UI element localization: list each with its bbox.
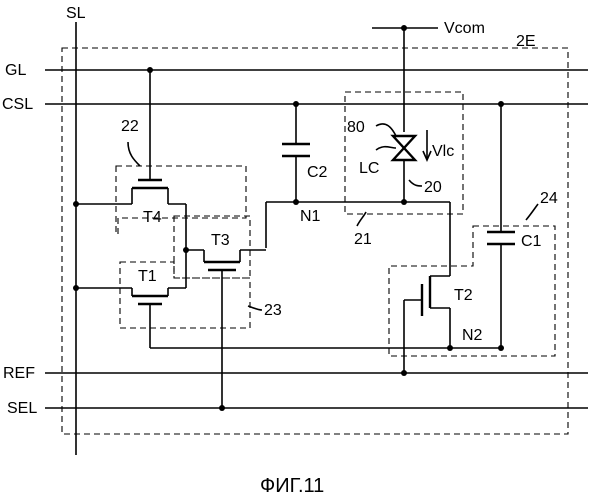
vcom-label: Vcom [444, 20, 485, 37]
figure-caption: ФИГ.11 [260, 475, 324, 497]
t3-sel-node [219, 405, 225, 411]
c1-label: C1 [521, 233, 542, 250]
lc-label: LC [359, 160, 379, 177]
gl-label: GL [5, 62, 26, 79]
n2-node-c1 [498, 345, 504, 351]
c2-capacitor [282, 104, 310, 202]
sel-label: SEL [7, 400, 37, 417]
block-23-label: 23 [264, 302, 282, 319]
n2-label: N2 [462, 327, 483, 344]
lc-element-symbol [393, 136, 415, 202]
pixel-circuit-box [62, 48, 568, 434]
csl-label: CSL [2, 96, 33, 113]
t1-label: T1 [138, 268, 157, 285]
lc-leader [376, 147, 396, 150]
t3-label: T3 [211, 232, 230, 249]
n1-node-lc [401, 199, 407, 205]
block-24-leader [526, 204, 538, 220]
t1-sl-node [73, 285, 79, 291]
t2-label: T2 [454, 287, 473, 304]
lc-ref-label: 80 [347, 119, 365, 136]
vlc-label: Vlc [432, 143, 454, 160]
vlc-arrow [423, 130, 431, 160]
block-21-label: 21 [354, 231, 372, 248]
block-20-label: 20 [424, 179, 442, 196]
block-22-label: 22 [121, 118, 139, 135]
block-2e-label: 2E [516, 33, 536, 50]
block-22-leader [128, 142, 140, 166]
c2-label: C2 [307, 164, 328, 181]
n1-node-c2 [293, 199, 299, 205]
t4-sl-node [73, 201, 79, 207]
sl-label: SL [66, 5, 86, 22]
t1-transistor [76, 250, 186, 348]
t4-label: T4 [143, 209, 162, 226]
block-20-leader [409, 180, 422, 186]
t2-ref-node [401, 370, 407, 376]
block-22-box [116, 166, 246, 234]
t3-transistor [186, 250, 266, 408]
t4-transistor [76, 180, 186, 250]
n1-label: N1 [300, 208, 321, 225]
block-24-label: 24 [540, 190, 558, 207]
ref-label: REF [3, 365, 35, 382]
n2-node-t2 [447, 345, 453, 351]
t2-transistor [404, 276, 450, 373]
lc-ref-leader [376, 124, 396, 136]
c1-capacitor [487, 104, 515, 348]
